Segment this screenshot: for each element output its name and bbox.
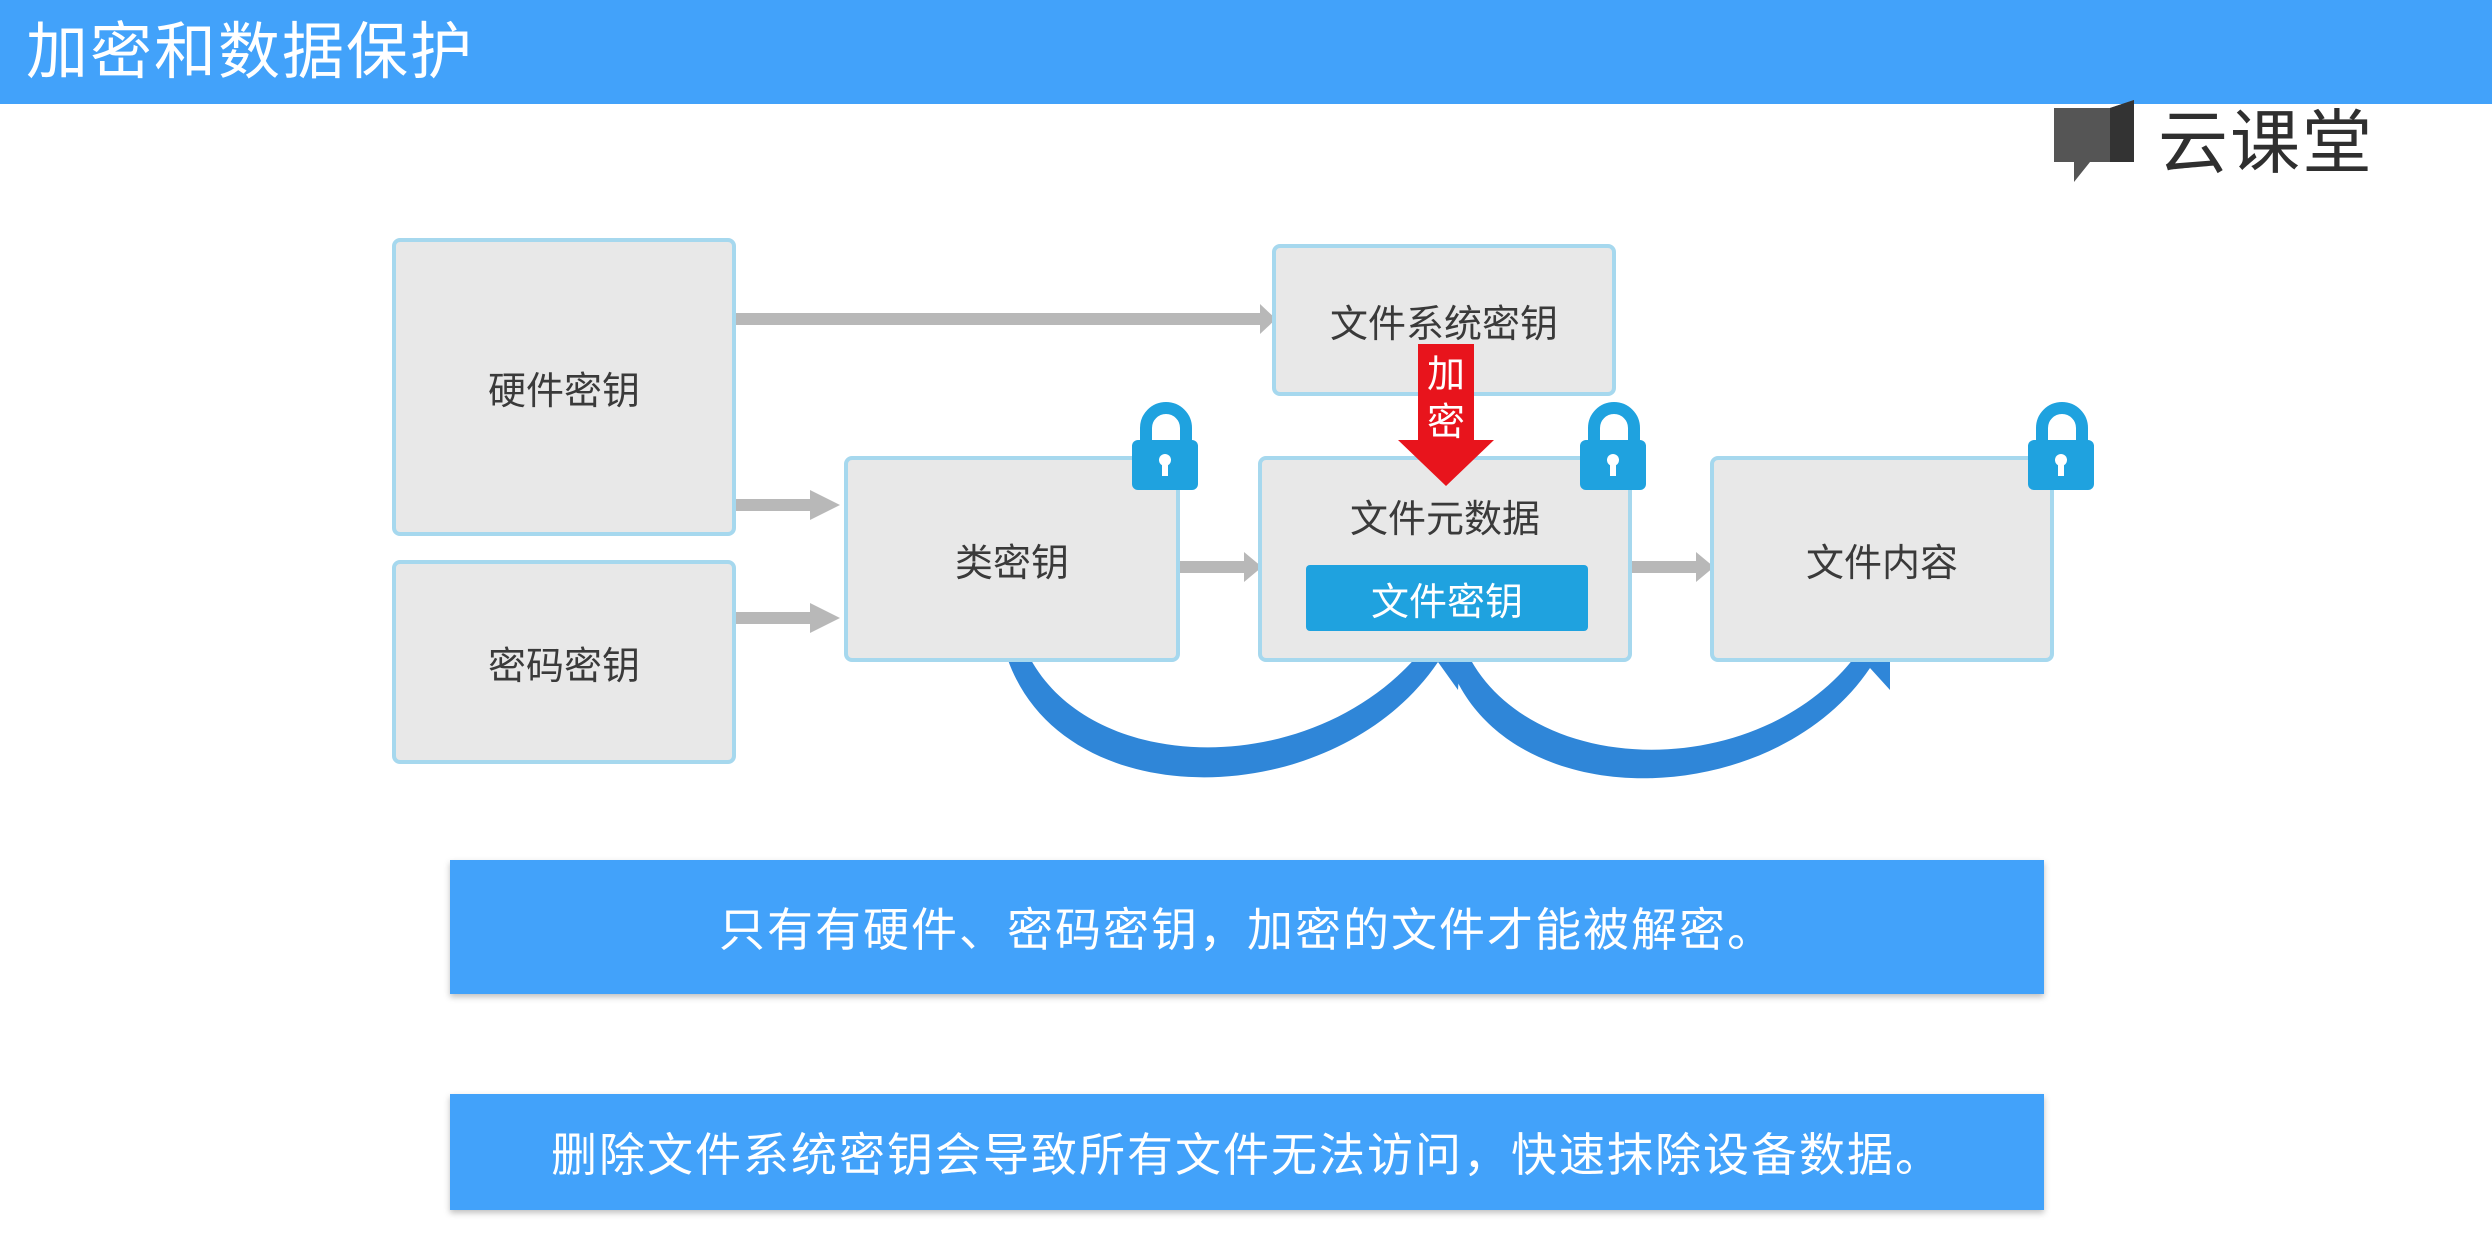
chat-bubble-icon	[2054, 100, 2134, 182]
logo-text: 云课堂	[2158, 102, 2374, 184]
arrow-pw-to-class-shaft	[734, 612, 814, 624]
title-bar: 加密和数据保护	[0, 0, 2492, 104]
hardware-key-label: 硬件密钥	[487, 368, 640, 413]
curve-filekey-to-content	[1442, 628, 1890, 779]
file-key-label: 文件密钥	[1370, 579, 1523, 624]
encrypt-arrow	[1398, 344, 1494, 486]
password-key-label: 密码密钥	[487, 643, 640, 688]
arrow-hw-to-class-head	[810, 490, 840, 520]
gray-arrows	[734, 304, 1714, 633]
curved-arrows	[1000, 622, 1890, 779]
arrow-pw-to-class-head	[810, 603, 840, 633]
note-text: 只有有硬件、密码密钥，加密的文件才能被解密。	[719, 903, 1775, 957]
file-content-label: 文件内容	[1805, 540, 1958, 585]
hardware-key-box: 硬件密钥	[392, 238, 736, 536]
note-banner: 删除文件系统密钥会导致所有文件无法访问，快速抹除设备数据。	[450, 1094, 2044, 1210]
arrow-meta-to-content-shaft	[1630, 561, 1700, 573]
arrow-hw-to-fs-head	[1260, 304, 1276, 334]
file-content-box: 文件内容	[1710, 456, 2054, 662]
note-banner: 只有有硬件、密码密钥，加密的文件才能被解密。	[450, 860, 2044, 994]
arrow-meta-to-content-head	[1696, 552, 1714, 582]
curve-class-to-filekey	[1000, 622, 1462, 778]
arrow-class-to-meta-head	[1244, 552, 1262, 582]
lock-icon	[1580, 402, 1646, 490]
encrypt-label: 加密	[1426, 352, 1465, 444]
page-title: 加密和数据保护	[26, 15, 475, 88]
fs-key-label: 文件系统密钥	[1329, 301, 1558, 346]
arrow-hw-to-class-shaft	[734, 499, 814, 511]
lock-icon	[2028, 402, 2094, 490]
class-key-box: 类密钥	[844, 456, 1180, 662]
lock-icon	[1132, 402, 1198, 490]
arrow-class-to-meta-shaft	[1178, 561, 1248, 573]
arrow-hw-to-fs-shaft	[734, 313, 1264, 325]
logo: 云课堂	[2050, 98, 2390, 188]
file-metadata-label: 文件元数据	[1349, 497, 1540, 541]
file-key-chip: 文件密钥	[1306, 565, 1588, 631]
password-key-box: 密码密钥	[392, 560, 736, 764]
class-key-label: 类密钥	[954, 540, 1069, 585]
note-text: 删除文件系统密钥会导致所有文件无法访问，快速抹除设备数据。	[551, 1128, 1943, 1182]
